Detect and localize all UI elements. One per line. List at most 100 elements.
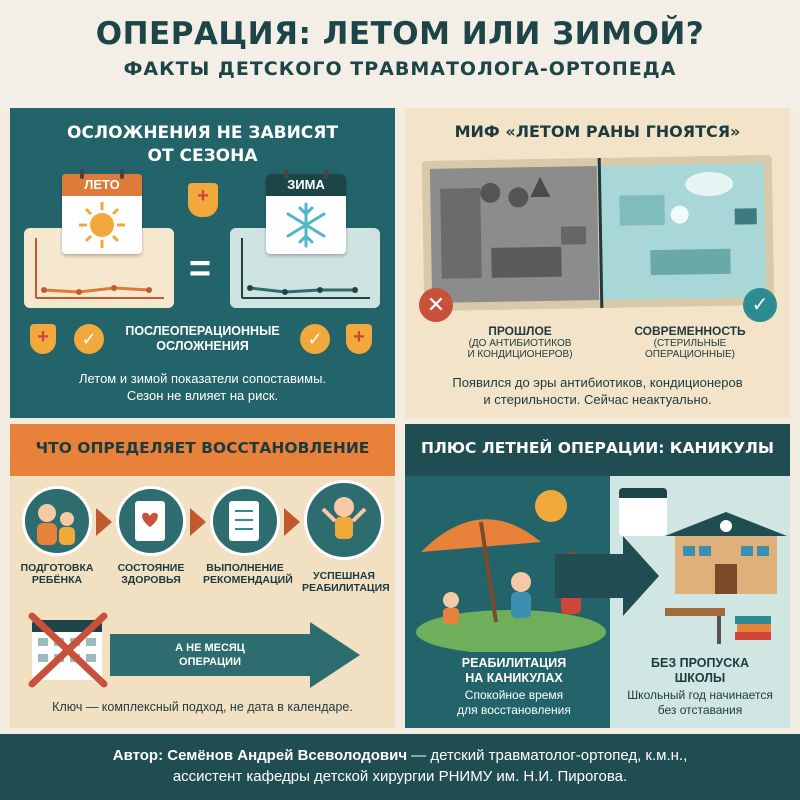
panel-title: ОСЛОЖНЕНИЯ НЕ ЗАВИСЯТ ОТ СЕЗОНА bbox=[10, 122, 395, 168]
check-icon: ✓ bbox=[743, 288, 777, 322]
modern-subtitle: ОПЕРАЦИОННЫЕ) bbox=[645, 349, 735, 360]
winter-calendar: ЗИМА bbox=[266, 169, 346, 254]
step-arrow bbox=[96, 508, 112, 536]
arrow-text: А НЕ МЕСЯЦ ОПЕРАЦИИ bbox=[110, 634, 310, 669]
panel-recovery: ЧТО ОПРЕДЕЛЯЕТ ВОССТАНОВЛЕНИЕ ПОДГОТОВКА… bbox=[10, 424, 395, 728]
happy-child-icon bbox=[321, 497, 367, 539]
caption-text: Школьный год начинается bbox=[627, 688, 773, 702]
child-preparation-icon bbox=[22, 486, 92, 556]
step-label-line: УСПЕШНАЯ bbox=[313, 570, 375, 582]
author-credentials: — детский травматолог-ортопед, к.м.н., bbox=[407, 747, 688, 764]
footer: Автор: Семёнов Андрей Всеволодович — дет… bbox=[0, 734, 800, 800]
summer-calendar: ЛЕТО bbox=[62, 169, 142, 254]
health-state-icon bbox=[116, 486, 186, 556]
school-caption: БЕЗ ПРОПУСКА ШКОЛЫ Школьный год начинает… bbox=[610, 656, 790, 718]
label-line: ОСЛОЖНЕНИЯ bbox=[156, 339, 249, 353]
panel-title: МИФ «ЛЕТОМ РАНЫ ГНОЯТСЯ» bbox=[454, 122, 741, 141]
title-line: ОСЛОЖНЕНИЯ НЕ ЗАВИСЯТ bbox=[67, 123, 338, 143]
step-label-line: РЕКОМЕНДАЦИЙ bbox=[203, 574, 293, 586]
calendar-label: ЗИМА bbox=[266, 174, 346, 196]
checklist-icon bbox=[229, 501, 259, 541]
author-affiliation: ассистент кафедры детской хирургии РНИМУ… bbox=[172, 768, 628, 785]
calendar-ring bbox=[120, 169, 124, 179]
calendar-label: ЛЕТО bbox=[62, 174, 142, 196]
sun-icon bbox=[79, 202, 125, 248]
past-subtitle: И КОНДИЦИОНЕРОВ) bbox=[467, 349, 573, 360]
calendar-ring bbox=[80, 169, 84, 179]
complications-label: ПОСЛЕОПЕРАЦИОННЫЕ ОСЛОЖНЕНИЯ bbox=[110, 324, 295, 354]
text-line: Появился до эры антибиотиков, кондиционе… bbox=[452, 375, 743, 390]
summer-chart-icon bbox=[35, 238, 164, 299]
calendar-ring bbox=[284, 169, 288, 179]
arrow-text-line: А НЕ МЕСЯЦ bbox=[175, 642, 245, 654]
check-icon: ✓ bbox=[74, 324, 104, 354]
caption-text: Спокойное время bbox=[464, 688, 564, 702]
old-operating-room bbox=[429, 166, 600, 303]
successful-rehab-icon bbox=[304, 480, 384, 560]
step-label-line: ЗДОРОВЬЯ bbox=[121, 574, 181, 586]
title-line: ОТ СЕЗОНА bbox=[147, 146, 258, 166]
page-title: ОПЕРАЦИЯ: ЛЕТОМ ИЛИ ЗИМОЙ? bbox=[95, 16, 705, 52]
modern-subtitle: (СТЕРИЛЬНЫЕ bbox=[653, 338, 727, 349]
recovery-text: Ключ — комплексный подход, не дата в кал… bbox=[52, 700, 353, 714]
cross-icon: ✕ bbox=[419, 288, 453, 322]
panel-title: ЧТО ОПРЕДЕЛЯЕТ ВОССТАНОВЛЕНИЕ bbox=[35, 439, 370, 457]
equals-sign: = bbox=[188, 248, 212, 290]
shield-icon bbox=[30, 324, 56, 354]
panel-complications: ОСЛОЖНЕНИЯ НЕ ЗАВИСЯТ ОТ СЕЗОНА ЛЕТО = bbox=[10, 108, 395, 418]
panel-header: ПЛЮС ЛЕТНЕЙ ОПЕРАЦИИ: КАНИКУЛЫ bbox=[405, 424, 790, 476]
winter-chart-icon bbox=[241, 238, 370, 299]
past-label: ПРОШЛОЕ (ДО АНТИБИОТИКОВ И КОНДИЦИОНЕРОВ… bbox=[445, 324, 595, 360]
modern-room-icon bbox=[619, 172, 757, 276]
past-title: ПРОШЛОЕ bbox=[488, 324, 552, 338]
check-icon: ✓ bbox=[300, 324, 330, 354]
page-subtitle: ФАКТЫ ДЕТСКОГО ТРАВМАТОЛОГА-ОРТОПЕДА bbox=[123, 58, 677, 80]
snowflake-icon bbox=[286, 202, 326, 248]
text-line: и стерильности. Сейчас неактуально. bbox=[483, 392, 712, 407]
shield-icon bbox=[346, 324, 372, 354]
panel-vacation: ПЛЮС ЛЕТНЕЙ ОПЕРАЦИИ: КАНИКУЛЫ РЕАБИЛИТА… bbox=[405, 424, 790, 728]
clipboard-heart-icon bbox=[135, 501, 165, 541]
old-room-icon bbox=[440, 177, 587, 279]
not-month-arrow: А НЕ МЕСЯЦ ОПЕРАЦИИ bbox=[110, 634, 310, 676]
caption-title: БЕЗ ПРОПУСКА bbox=[651, 656, 749, 670]
step-label-line: СОСТОЯНИЕ bbox=[117, 562, 185, 574]
shield-icon bbox=[188, 183, 218, 217]
step-label-line: ВЫПОЛНЕНИЕ bbox=[206, 562, 284, 574]
caption-text: для восстановления bbox=[457, 703, 571, 717]
arrow-head bbox=[623, 536, 659, 616]
photo-frame bbox=[421, 154, 775, 312]
caption-title: НА КАНИКУЛАХ bbox=[465, 671, 563, 685]
arrow-text-line: ОПЕРАЦИИ bbox=[179, 656, 241, 668]
panel-title: ПЛЮС ЛЕТНЕЙ ОПЕРАЦИИ: КАНИКУЛЫ bbox=[421, 439, 774, 457]
text-line: Летом и зимой показатели сопоставимы. bbox=[78, 371, 327, 386]
author-name: Автор: Семёнов Андрей Всеволодович bbox=[112, 747, 408, 764]
caption-text: без отставания bbox=[657, 703, 743, 717]
calendar-ring bbox=[324, 169, 328, 179]
footer-line: Автор: Семёнов Андрей Всеволодович — дет… bbox=[0, 745, 800, 766]
past-subtitle: (ДО АНТИБИОТИКОВ bbox=[468, 338, 572, 349]
arrow-head bbox=[310, 622, 360, 688]
complications-text: Летом и зимой показатели сопоставимы. Се… bbox=[10, 370, 395, 404]
school-icon bbox=[665, 512, 787, 644]
text-line: Сезон не влияет на риск. bbox=[126, 388, 279, 403]
rehab-caption: РЕАБИЛИТАЦИЯ НА КАНИКУЛАХ Спокойное врем… bbox=[429, 656, 599, 718]
step-label-line: ПОДГОТОВКА bbox=[20, 562, 94, 574]
header: ОПЕРАЦИЯ: ЛЕТОМ ИЛИ ЗИМОЙ? ФАКТЫ ДЕТСКОГ… bbox=[0, 0, 800, 108]
recommendations-icon bbox=[210, 486, 280, 556]
step-arrow bbox=[190, 508, 206, 536]
modern-operating-room bbox=[598, 163, 767, 300]
step-arrow bbox=[284, 508, 300, 536]
calendar-icon bbox=[619, 488, 667, 536]
step-label-line: РЕАБИЛИТАЦИЯ bbox=[302, 582, 390, 594]
family-icon bbox=[37, 504, 75, 545]
caption-title: РЕАБИЛИТАЦИЯ bbox=[461, 656, 567, 670]
modern-label: СОВРЕМЕННОСТЬ (СТЕРИЛЬНЫЕ ОПЕРАЦИОННЫЕ) bbox=[615, 324, 765, 360]
transition-arrow bbox=[555, 554, 625, 598]
step-label-line: РЕБЁНКА bbox=[31, 574, 83, 586]
caption-title: ШКОЛЫ bbox=[674, 671, 726, 685]
